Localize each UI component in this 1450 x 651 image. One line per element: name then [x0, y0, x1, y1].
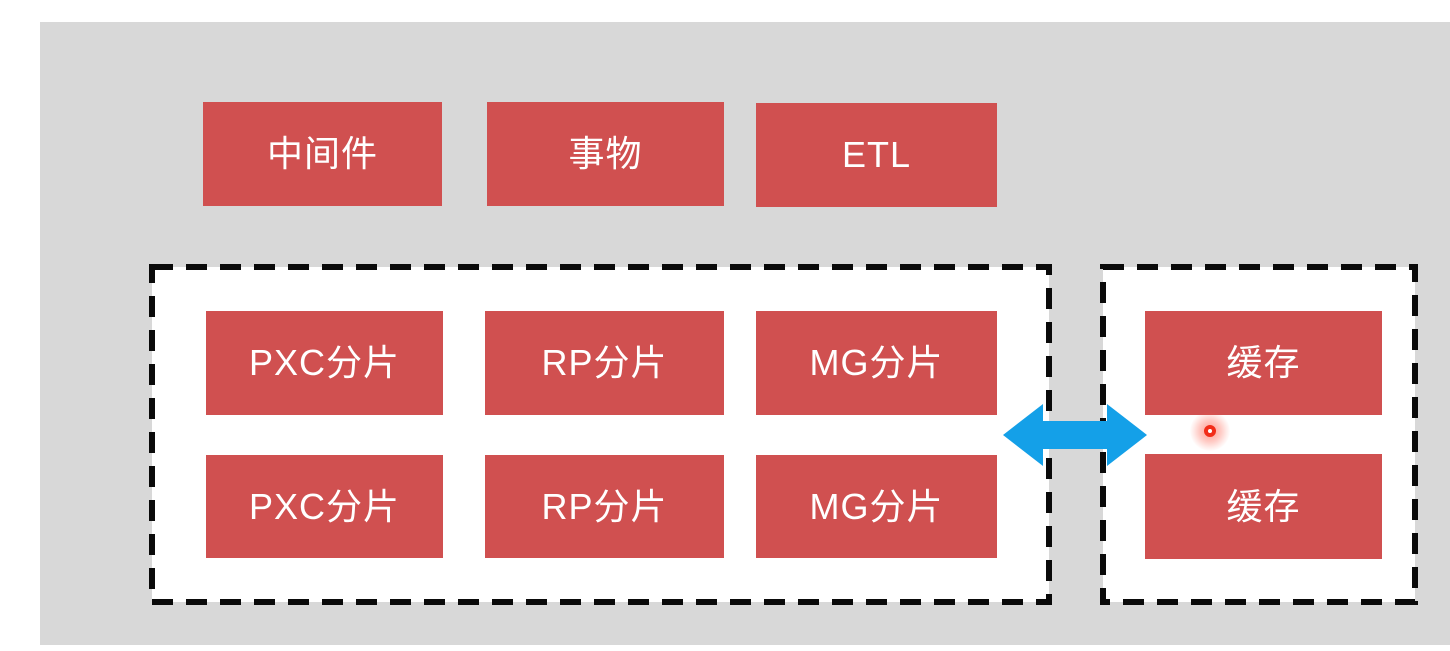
pxc-shard-label: PXC分片: [248, 485, 401, 527]
transaction-box: 事物: [487, 102, 724, 206]
cache-box-top: 缓存: [1145, 311, 1382, 415]
rp-shard-box-row1: RP分片: [485, 311, 724, 415]
middleware-box-label: 中间件: [266, 133, 378, 174]
pxc-shard-label: PXC分片: [248, 342, 401, 383]
transaction-box-label: 事物: [568, 133, 643, 174]
cache-box-bottom: 缓存: [1145, 454, 1382, 559]
rp-shard-label: RP分片: [541, 485, 668, 527]
pxc-shard-box-row2: PXC分片: [206, 455, 443, 558]
diagram-panel: 中间件 事物 ETL PXC分片 RP分片 MG分片 PXC分片 RP分片 MG…: [40, 22, 1450, 645]
cache-box-label: 缓存: [1226, 342, 1301, 383]
rp-shard-box-row2: RP分片: [485, 455, 724, 558]
middleware-box: 中间件: [203, 102, 442, 206]
rp-shard-label: RP分片: [541, 342, 668, 383]
mg-shard-box-row2: MG分片: [756, 455, 997, 558]
mg-shard-label: MG分片: [809, 342, 944, 383]
cache-box-label: 缓存: [1226, 485, 1301, 527]
etl-box: ETL: [756, 103, 997, 207]
etl-box-label: ETL: [841, 134, 912, 175]
pxc-shard-box-row1: PXC分片: [206, 311, 443, 415]
mg-shard-label: MG分片: [809, 485, 944, 527]
mg-shard-box-row1: MG分片: [756, 311, 997, 415]
bidirectional-arrow-icon: [1003, 404, 1147, 466]
